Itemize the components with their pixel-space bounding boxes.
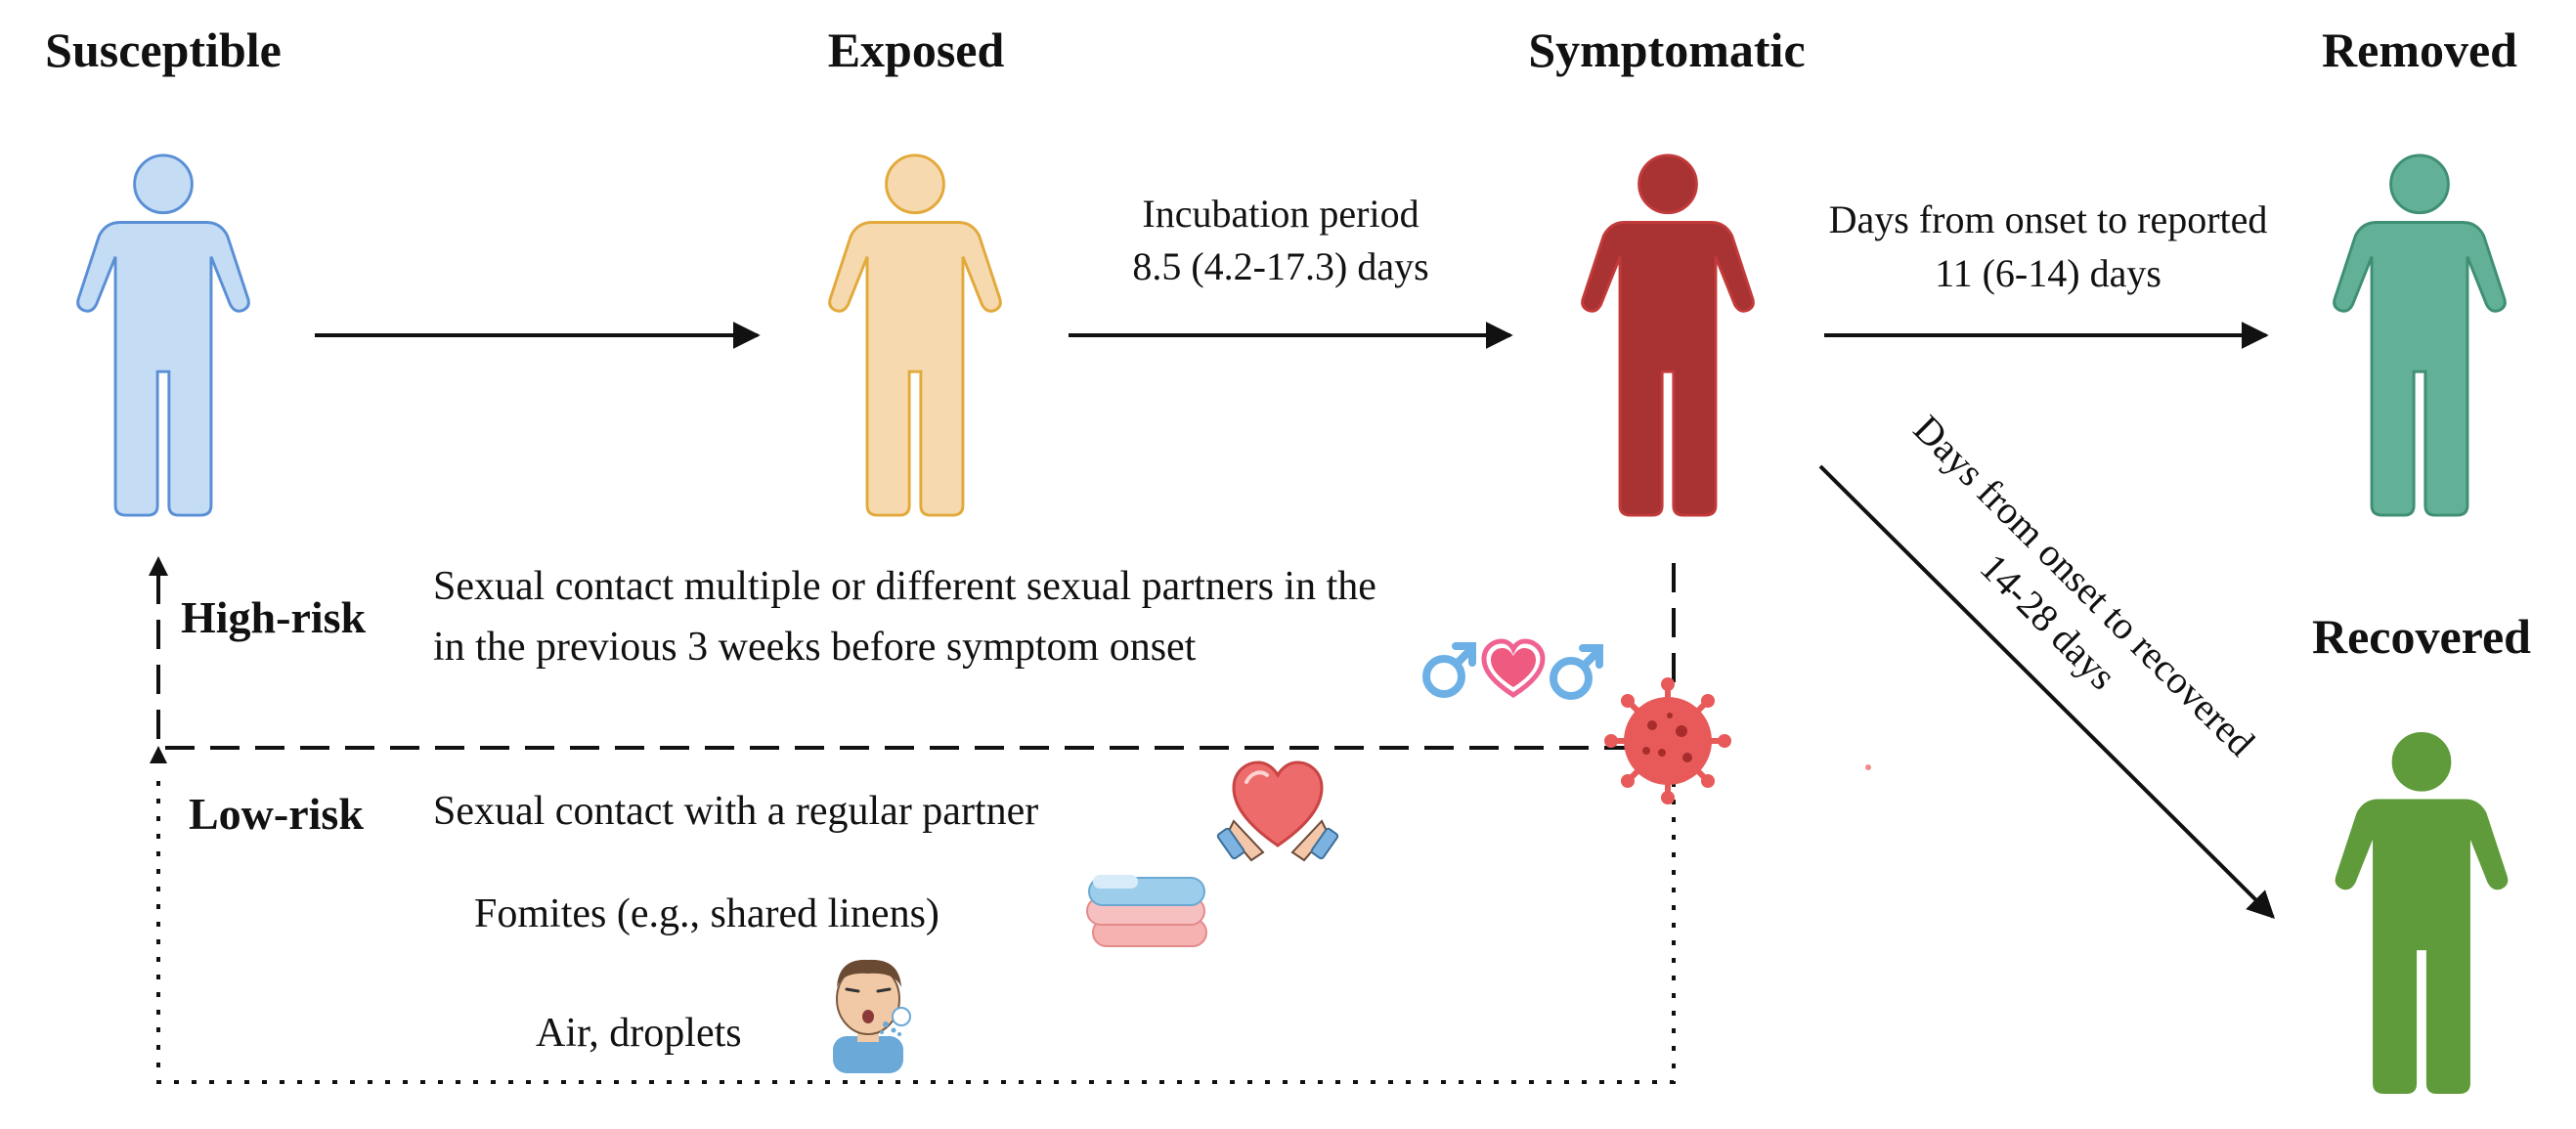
low-risk-label: Low-risk	[189, 789, 364, 839]
stage-title-removed: Removed	[2322, 22, 2517, 77]
incubation-label-line2: 8.5 (4.2-17.3) days	[1132, 244, 1428, 288]
low-risk-item-regular-partner: Sexual contact with a regular partner	[433, 789, 1038, 834]
high-risk-text-line1: Sexual contact multiple or different sex…	[433, 564, 1376, 609]
stage-title-susceptible: Susceptible	[45, 22, 282, 77]
arrow-symptomatic-recovered	[1818, 464, 2275, 919]
stage-title-symptomatic: Symptomatic	[1528, 22, 1805, 77]
person-recovered-icon	[2335, 731, 2509, 1095]
heart-icon	[1481, 638, 1546, 698]
sneezing-person-icon	[833, 959, 911, 1073]
person-exposed-icon	[828, 153, 1002, 517]
male-symbol-icon	[1550, 644, 1603, 700]
high-risk-text-line2: in the previous 3 weeks before symptom o…	[433, 625, 1197, 670]
reported-label-line2: 11 (6-14) days	[1935, 251, 2161, 295]
low-risk-dotted-path	[156, 768, 1676, 1084]
heart-hands-icon	[1216, 760, 1339, 862]
decorative-dot	[1865, 764, 1871, 770]
person-symptomatic-icon	[1581, 153, 1755, 517]
low-risk-item-air-droplets: Air, droplets	[536, 1011, 742, 1056]
reported-label-line1: Days from onset to reported	[1829, 197, 2268, 241]
stage-title-recovered: Recovered	[2312, 609, 2531, 664]
virus-icon	[1604, 677, 1731, 804]
low-risk-arrowhead	[150, 746, 167, 763]
high-risk-arrowhead	[149, 556, 168, 576]
recovered-label-line1: Days from onset to recovered	[1905, 407, 2263, 764]
high-risk-label: High-risk	[181, 592, 367, 642]
high-risk-dashed-path	[156, 563, 1676, 750]
incubation-label-line1: Incubation period	[1142, 192, 1419, 236]
male-symbol-icon	[1422, 642, 1476, 698]
stage-title-exposed: Exposed	[828, 22, 1005, 77]
person-susceptible-icon	[76, 153, 250, 517]
low-risk-item-fomites: Fomites (e.g., shared linens)	[474, 891, 939, 936]
person-removed-icon	[2333, 153, 2507, 517]
linens-icon	[1086, 875, 1207, 947]
